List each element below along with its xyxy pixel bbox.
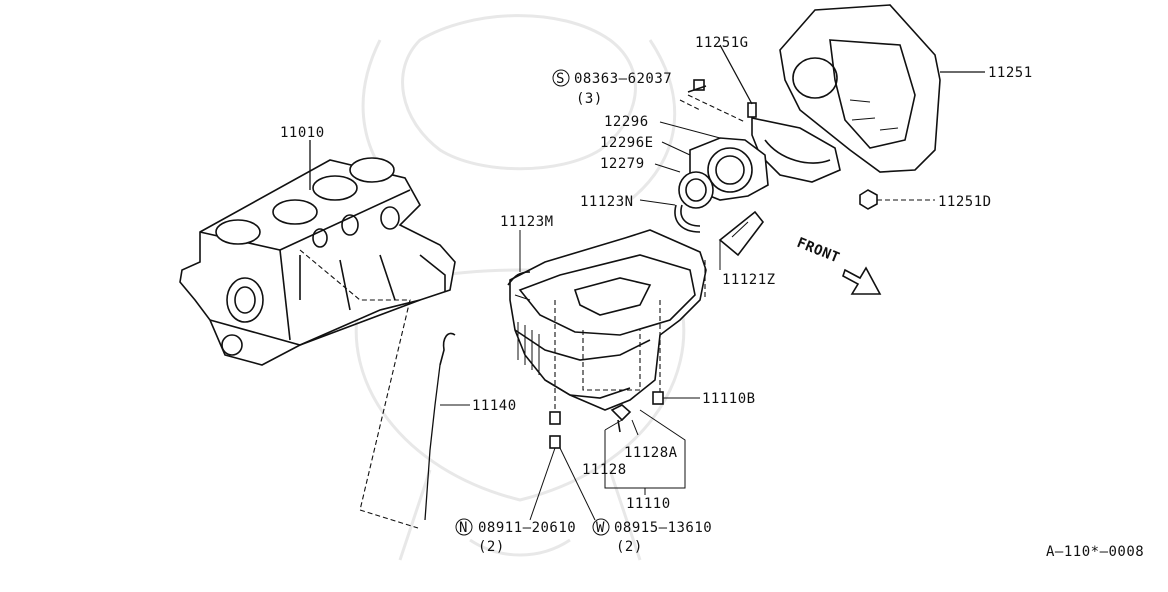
front-arrow xyxy=(842,266,882,295)
oil-seal-12279[interactable] xyxy=(678,171,714,209)
label-11010[interactable]: 11010 xyxy=(280,125,325,141)
nut-washer-stud[interactable] xyxy=(549,411,561,449)
bolt-s-part-number: 08363—62037 xyxy=(574,71,672,87)
label-11251[interactable]: 11251 xyxy=(988,65,1033,81)
label-11251D[interactable]: 11251D xyxy=(938,194,992,210)
symbol-n: N xyxy=(459,520,468,536)
label-bolt-08363[interactable]: S 08363—62037 (3) xyxy=(552,69,672,107)
label-11123N[interactable]: 11123N xyxy=(580,194,634,210)
label-11110B[interactable]: 11110B xyxy=(702,391,756,407)
label-11123M[interactable]: 11123M xyxy=(500,214,554,230)
seal-11123N[interactable] xyxy=(674,204,701,233)
watermark-emblem xyxy=(354,14,686,561)
label-11128[interactable]: 11128 xyxy=(582,462,627,478)
bolt-s-quantity: (3) xyxy=(576,91,603,107)
symbol-w: W xyxy=(596,520,605,536)
label-front: FRONT xyxy=(795,235,842,267)
label-12296[interactable]: 12296 xyxy=(604,114,649,130)
oil-pan-11110[interactable] xyxy=(509,229,707,411)
label-nut-08911[interactable]: N 08911—20610 (2) xyxy=(455,518,576,555)
rear-plate-11251[interactable] xyxy=(779,4,941,173)
bolt-11110B[interactable] xyxy=(652,391,664,405)
diagram-code: A—110*—0008 xyxy=(1046,544,1144,560)
cylinder-block-11010[interactable] xyxy=(179,157,456,366)
label-washer-08915[interactable]: W 08915—13610 (2) xyxy=(592,518,712,555)
nut-11251D[interactable] xyxy=(859,189,878,210)
baffle-11121Z[interactable] xyxy=(718,210,765,257)
nut-n-part-number: 08911—20610 xyxy=(478,520,576,536)
label-12296E[interactable]: 12296E xyxy=(600,135,654,151)
washer-w-quantity: (2) xyxy=(616,539,643,555)
drain-plug-11128[interactable] xyxy=(610,404,632,433)
pan-seal-11123M[interactable] xyxy=(507,271,531,301)
rear-seal-retainer-11251G[interactable] xyxy=(747,102,841,183)
assembly-dashed-lines xyxy=(299,94,935,529)
bolt-08363[interactable] xyxy=(687,79,707,93)
label-11140[interactable]: 11140 xyxy=(472,398,517,414)
dipstick-11140[interactable] xyxy=(424,332,456,521)
label-11110[interactable]: 11110 xyxy=(626,496,671,512)
leader-lines xyxy=(309,44,985,521)
washer-w-part-number: 08915—13610 xyxy=(614,520,712,536)
label-11128A[interactable]: 11128A xyxy=(624,445,678,461)
label-12279[interactable]: 12279 xyxy=(600,156,645,172)
label-11121Z[interactable]: 11121Z xyxy=(722,272,776,288)
label-11251G[interactable]: 11251G xyxy=(695,35,749,51)
symbol-s: S xyxy=(556,71,565,87)
nut-n-quantity: (2) xyxy=(478,539,505,555)
